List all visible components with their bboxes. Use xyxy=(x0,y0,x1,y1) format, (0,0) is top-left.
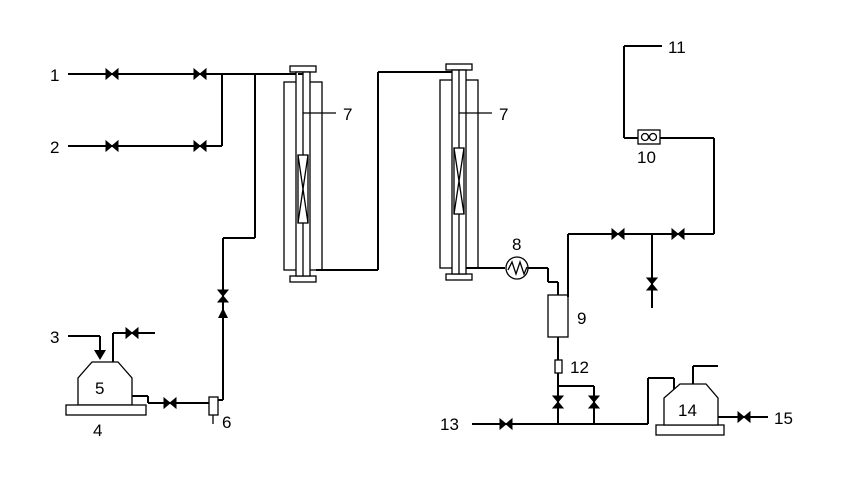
valve-icon xyxy=(499,418,513,430)
gas-meter-10 xyxy=(623,45,662,145)
vent-line xyxy=(112,327,155,362)
label-7-second: 7 xyxy=(499,105,508,124)
label-3: 3 xyxy=(50,328,59,347)
reactor-connection-line xyxy=(316,71,452,271)
cooler-8 xyxy=(466,256,559,295)
tank-14 xyxy=(655,365,768,436)
reactor-7-first xyxy=(283,65,336,283)
valve-icon xyxy=(163,397,177,409)
valve-icon xyxy=(646,277,658,291)
reactor-7-second xyxy=(439,63,492,281)
label-11: 11 xyxy=(668,38,686,57)
valve-icon xyxy=(552,395,564,409)
valve-icon xyxy=(193,68,207,80)
label-15: 15 xyxy=(774,409,793,428)
label-6: 6 xyxy=(222,413,231,432)
valve-icon xyxy=(611,228,625,240)
gas-outlet-line xyxy=(568,137,715,308)
feed-line-3 xyxy=(68,335,106,360)
valve-icon xyxy=(737,411,751,423)
valve-icon xyxy=(193,140,207,152)
liquid-outlet-line xyxy=(472,337,675,430)
label-5: 5 xyxy=(95,379,104,398)
label-13: 13 xyxy=(440,415,459,434)
valve-icon xyxy=(105,68,119,80)
label-12: 12 xyxy=(570,358,589,377)
feed-line-1 xyxy=(68,68,298,80)
tank-outlet-line xyxy=(132,395,210,409)
valve-icon xyxy=(217,289,229,303)
valve-icon xyxy=(671,228,685,240)
label-2: 2 xyxy=(50,138,59,157)
feed-line-2 xyxy=(68,74,223,152)
label-8: 8 xyxy=(512,235,521,254)
label-14: 14 xyxy=(678,401,697,420)
valve-icon xyxy=(125,327,139,339)
label-4: 4 xyxy=(93,421,102,440)
valve-icon xyxy=(105,140,119,152)
balance-4 xyxy=(65,404,147,416)
pump-discharge-line xyxy=(217,238,229,400)
label-7-first: 7 xyxy=(343,105,352,124)
separator-9 xyxy=(547,234,569,338)
label-9: 9 xyxy=(577,309,586,328)
label-10: 10 xyxy=(637,148,656,167)
pump-6 xyxy=(208,396,223,424)
label-1: 1 xyxy=(50,66,59,85)
feed-tank-5 xyxy=(77,361,133,406)
valve-icon xyxy=(588,395,600,409)
